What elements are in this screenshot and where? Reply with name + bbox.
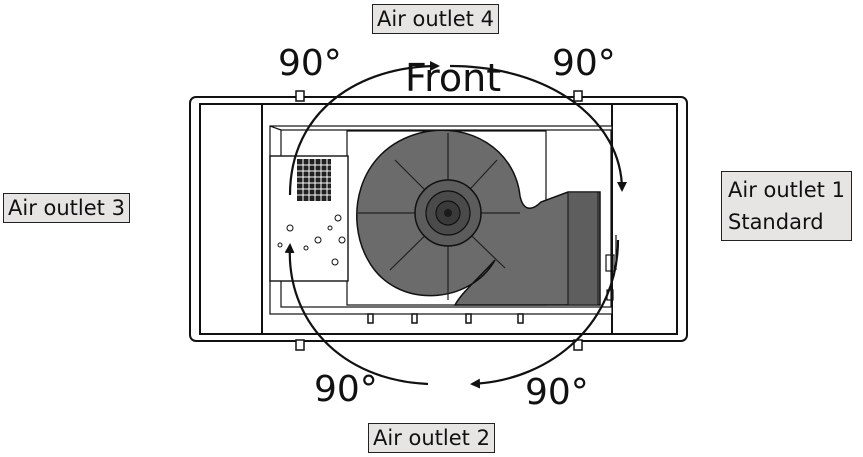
air-outlet-1-title: Air outlet 1: [728, 178, 845, 202]
rotation-arrow-bottom-right: [470, 239, 620, 389]
rotation-arrow-top-right: [449, 64, 627, 192]
mounting-brackets: [295, 90, 583, 351]
angle-top-left: 90°: [278, 43, 342, 84]
angle-top-right: 90°: [552, 43, 616, 84]
front-label: Front: [405, 56, 502, 100]
rotation-arrows: [284, 61, 627, 389]
air-outlet-1-standard: Standard: [728, 210, 824, 234]
air-outlet-2-label: Air outlet 2: [368, 423, 495, 453]
control-box: [269, 155, 349, 282]
angle-bottom-left: 90°: [314, 369, 378, 410]
air-outlet-3-label: Air outlet 3: [3, 193, 130, 223]
angle-bottom-right: 90°: [525, 372, 589, 413]
rotation-arrow-top-left: [288, 61, 440, 196]
fan-housing: [356, 129, 601, 306]
bottom-bolts: [367, 313, 524, 324]
air-outlet-4-label: Air outlet 4: [372, 4, 499, 34]
rotation-arrow-bottom-left: [284, 243, 429, 386]
air-outlet-1-label: Air outlet 1 Standard: [721, 171, 852, 241]
